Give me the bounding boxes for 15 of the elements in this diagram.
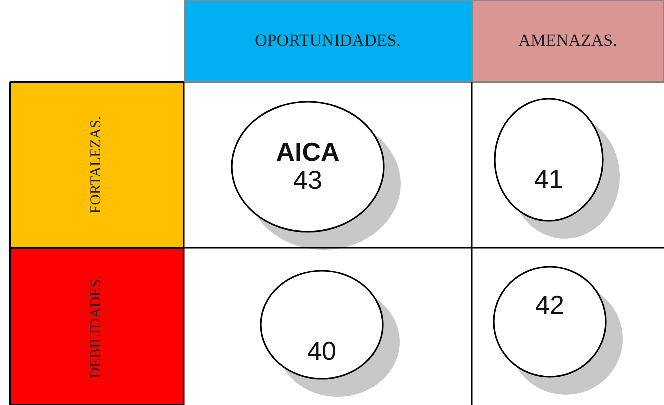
node-title: AICA [275, 139, 341, 165]
ellipse-node [494, 98, 604, 222]
column-header: AMENAZAS. [472, 0, 664, 82]
ellipse-node [231, 101, 385, 233]
ellipse-node [493, 266, 607, 378]
row-label: FORTALEZAS. [88, 116, 106, 214]
row-header [10, 248, 184, 405]
node-number: 40 [306, 338, 338, 364]
row-header [10, 82, 184, 248]
node-number: 42 [534, 292, 566, 318]
row-label: DEBILIDADES. [88, 275, 106, 378]
ellipse-node [260, 270, 384, 380]
column-header: OPORTUNIDADES. [184, 0, 472, 82]
node-number: 43 [292, 167, 324, 193]
node-number: 41 [534, 166, 564, 192]
